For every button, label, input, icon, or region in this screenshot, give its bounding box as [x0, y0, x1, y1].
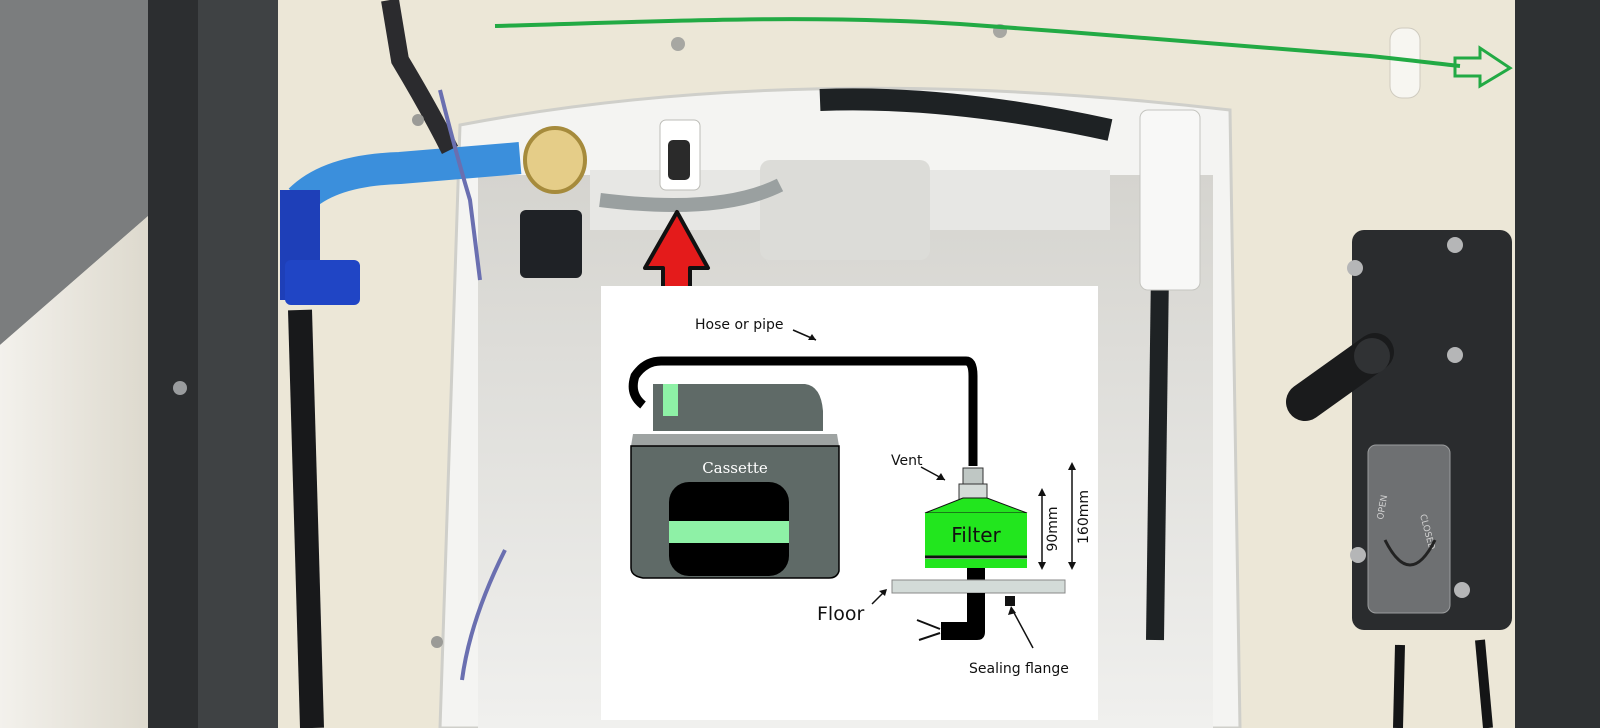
vent-cap [962, 467, 984, 485]
dim-90-head-bottom [1038, 562, 1046, 570]
green-arrow-line [494, 17, 1461, 68]
filter-body [925, 513, 1027, 557]
filter-neck [967, 568, 985, 580]
filter-label: Filter [951, 523, 1001, 547]
corrugated-hose-top [819, 88, 1113, 141]
cassette-spout [663, 384, 678, 416]
flange-marker [1005, 596, 1015, 606]
hose-pipe [628, 356, 978, 466]
dim-160-head-top [1068, 462, 1076, 470]
valve-rotation-arrow [1383, 539, 1437, 567]
left-shadow [0, 0, 155, 345]
frame-screw [173, 381, 187, 395]
outlet-vent-arrow-1 [916, 619, 941, 630]
blue-nut [285, 260, 360, 305]
plate-screw [1447, 237, 1463, 253]
dim-90-head-top [1038, 488, 1046, 496]
side-bracket [1139, 109, 1201, 291]
plate-screw [1347, 260, 1363, 276]
valve-outlet-pipe [1393, 644, 1405, 728]
panel-slot [1389, 27, 1421, 99]
lower-wires [460, 549, 507, 681]
cassette-top [653, 384, 823, 431]
flange-leader-head [1008, 606, 1016, 615]
install-diagram: Hose or pipe Cassette Vent Filter 90mm 1… [601, 286, 1098, 720]
filter-base [925, 559, 1027, 568]
latch-slot [668, 140, 690, 180]
plate-screw [1447, 347, 1463, 363]
left-frame-inner [198, 0, 278, 728]
vent-leader-head [936, 473, 945, 480]
hose-label: Hose or pipe [695, 317, 784, 333]
dim-160-label: 160mm [1076, 490, 1092, 544]
dim-160-head-bottom [1068, 562, 1076, 570]
floor-leader-head [879, 589, 887, 596]
valve-label-plate [1367, 444, 1451, 614]
outlet-vent-arrow-2 [918, 632, 941, 641]
valve-handle-cap [1354, 338, 1390, 374]
left-wall [0, 210, 155, 728]
brass-connector [523, 126, 587, 194]
valve-outlet-pipe-2 [1475, 639, 1493, 728]
screw [431, 636, 443, 648]
outlet-pipe [941, 593, 985, 640]
screw [671, 37, 685, 51]
dim-90-label: 90mm [1045, 506, 1061, 551]
green-arrow-head [1453, 45, 1513, 89]
water-solenoid [520, 210, 582, 278]
screw [412, 114, 424, 126]
cassette-lid [631, 434, 839, 446]
sealing-flange-label: Sealing flange [969, 661, 1069, 677]
cassette-level-stripe [669, 521, 789, 543]
wire-loom [381, 0, 459, 155]
plate-screw [1454, 582, 1470, 598]
purple-wires [438, 89, 482, 281]
hose-leader-head [808, 334, 816, 340]
right-frame [1515, 0, 1600, 728]
vent-label: Vent [891, 453, 923, 469]
valve-open-label: OPEN [1376, 494, 1390, 520]
left-frame-outer [148, 0, 198, 728]
cassette-label: Cassette [702, 459, 768, 477]
floor-slab [891, 579, 1066, 594]
plate-screw [1350, 547, 1366, 563]
corrugated-hose-side [1146, 269, 1169, 641]
bowl-base [760, 160, 930, 260]
flange-leader [1011, 608, 1034, 649]
braided-hose [599, 178, 784, 212]
black-pipe [288, 309, 324, 728]
floor-label: Floor [817, 603, 864, 625]
